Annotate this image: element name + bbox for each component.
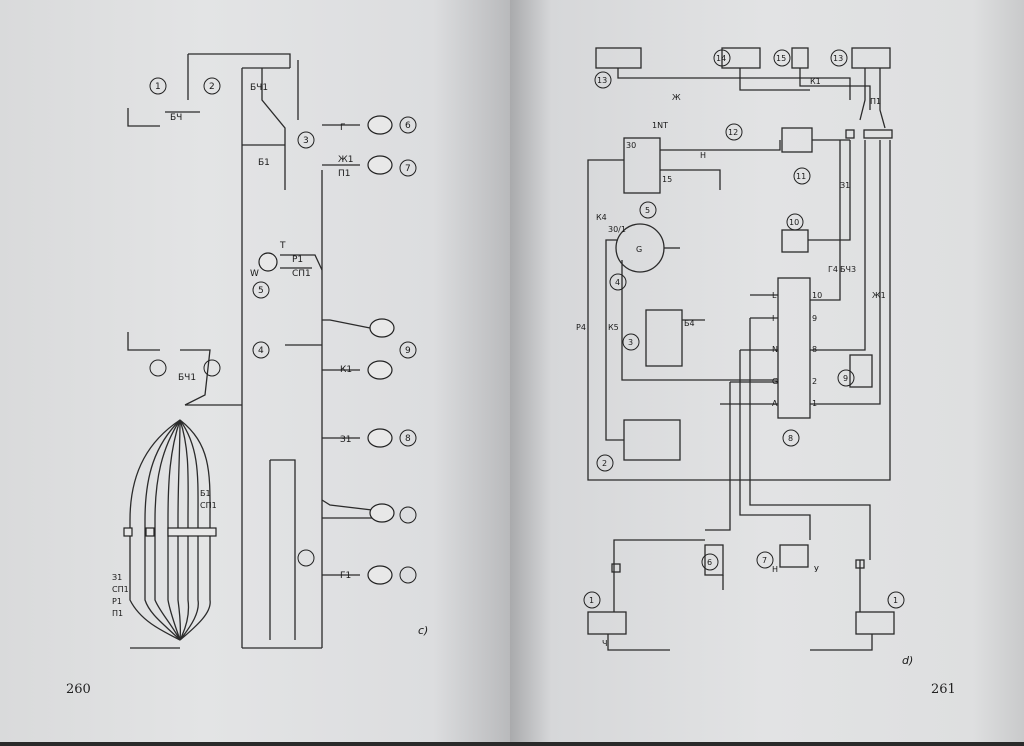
callout-8: 8: [788, 434, 793, 443]
block-terminal-10: 10: [812, 291, 822, 300]
wire-label-k4: К4: [596, 213, 607, 222]
wire-label-p1: П1: [870, 97, 881, 106]
wire-label-k5: К5: [608, 323, 619, 332]
block-terminal-2: 2: [812, 377, 817, 386]
callout-1b: 1: [893, 596, 898, 605]
wire-label-z1: З1: [340, 435, 352, 445]
callout-13b: 13: [833, 54, 843, 63]
wire-label-w: W: [250, 269, 259, 279]
figure-label-d: d): [902, 654, 913, 667]
callout-10: 10: [789, 218, 799, 227]
relay-terminal-15: 15: [662, 175, 672, 184]
wire-label-t: Т: [279, 241, 286, 251]
block-terminal-9: 9: [812, 314, 817, 323]
wire-label-g4: Г4: [828, 265, 838, 274]
callout-7: 7: [762, 556, 767, 565]
callout-12: 12: [728, 128, 738, 137]
page-number-right: 261: [931, 682, 956, 697]
callout-3: 3: [303, 136, 309, 146]
wire-label-zh: Ж: [672, 93, 681, 102]
callout-6: 6: [707, 558, 712, 567]
callout-13: 13: [597, 76, 607, 85]
callout-9: 9: [843, 374, 848, 383]
callout-15: 15: [776, 54, 786, 63]
left-wiring-diagram: 1 2 3 6 7 5 4 9 8 БЧ БЧ1 Б1 Г Ж1 П1 Р1 С…: [112, 53, 428, 649]
harness-label-3: П1: [112, 609, 123, 618]
wire-label-k1: К1: [340, 365, 352, 375]
block-terminal-n: N: [772, 345, 778, 354]
figure-label-c: c): [418, 624, 428, 637]
block-terminal-i: I: [772, 314, 774, 323]
callout-2: 2: [602, 459, 607, 468]
wire-label-bch1: БЧ1: [250, 83, 268, 93]
callout-9: 9: [405, 346, 411, 356]
callout-6: 6: [405, 121, 411, 131]
harness-label-0: З1: [112, 573, 122, 582]
harness-label-1: СП1: [112, 585, 129, 594]
alternator-label-g: G: [636, 245, 642, 254]
callout-7: 7: [405, 164, 411, 174]
callout-8: 8: [405, 434, 411, 444]
harness-label-2: Р1: [112, 597, 122, 606]
wire-label-r1: Р1: [292, 255, 303, 265]
callout-3: 3: [628, 338, 633, 347]
block-terminal-a: A: [772, 399, 778, 408]
wire-label-p1: П1: [338, 169, 351, 179]
block-terminal-l: L: [772, 291, 777, 300]
callout-11: 11: [796, 172, 806, 181]
wire-label-sp1: СП1: [292, 269, 311, 279]
right-page: 13 14 15 13 12 11 10 9 8 5 4 3 2 1 6 7 1…: [510, 0, 1024, 742]
callout-14: 14: [716, 54, 726, 63]
wire-label-u: У: [814, 565, 819, 574]
callout-4: 4: [615, 278, 620, 287]
relay-terminal-30: 30: [626, 141, 636, 150]
callout-2: 2: [209, 82, 215, 92]
wire-label-ch: Ч: [602, 639, 607, 648]
wire-label-bch3: БЧ3: [840, 265, 856, 274]
wire-label-g1: Г1: [340, 571, 351, 581]
callout-1: 1: [155, 82, 161, 92]
wire-label-r4: Р4: [576, 323, 586, 332]
callout-5: 5: [645, 206, 650, 215]
wire-label-zh1: Ж1: [338, 155, 353, 165]
harness-label-r1: СП1: [200, 501, 217, 510]
wire-label-h: Н: [700, 151, 706, 160]
right-wiring-diagram: 13 14 15 13 12 11 10 9 8 5 4 3 2 1 6 7 1…: [576, 47, 913, 667]
callout-5: 5: [258, 286, 264, 296]
block-terminal-g: G: [772, 377, 778, 386]
callout-1: 1: [589, 596, 594, 605]
wire-label-b1: Б1: [258, 158, 270, 168]
callout-4: 4: [258, 346, 264, 356]
block-terminal-1: 1: [812, 399, 817, 408]
wire-label-g: Г: [340, 123, 346, 133]
wire-label-b4: Б4: [684, 319, 695, 328]
block-terminal-8: 8: [812, 345, 817, 354]
wire-label-bch1-lower: БЧ1: [178, 373, 196, 383]
wire-label-bch: БЧ: [170, 113, 182, 123]
harness-label-r0: Б1: [200, 489, 211, 498]
left-page: 1 2 3 6 7 5 4 9 8 БЧ БЧ1 Б1 Г Ж1 П1 Р1 С…: [0, 0, 510, 742]
wire-label-z1: З1: [840, 181, 850, 190]
page-number-left: 260: [66, 682, 91, 697]
wire-label-301: 30/1: [608, 225, 626, 234]
wire-label-zh1: Ж1: [872, 291, 886, 300]
wire-label-n: Н: [772, 565, 778, 574]
wire-label-k1: К1: [810, 77, 821, 86]
relay-terminal-1nt: 1NT: [652, 121, 668, 130]
